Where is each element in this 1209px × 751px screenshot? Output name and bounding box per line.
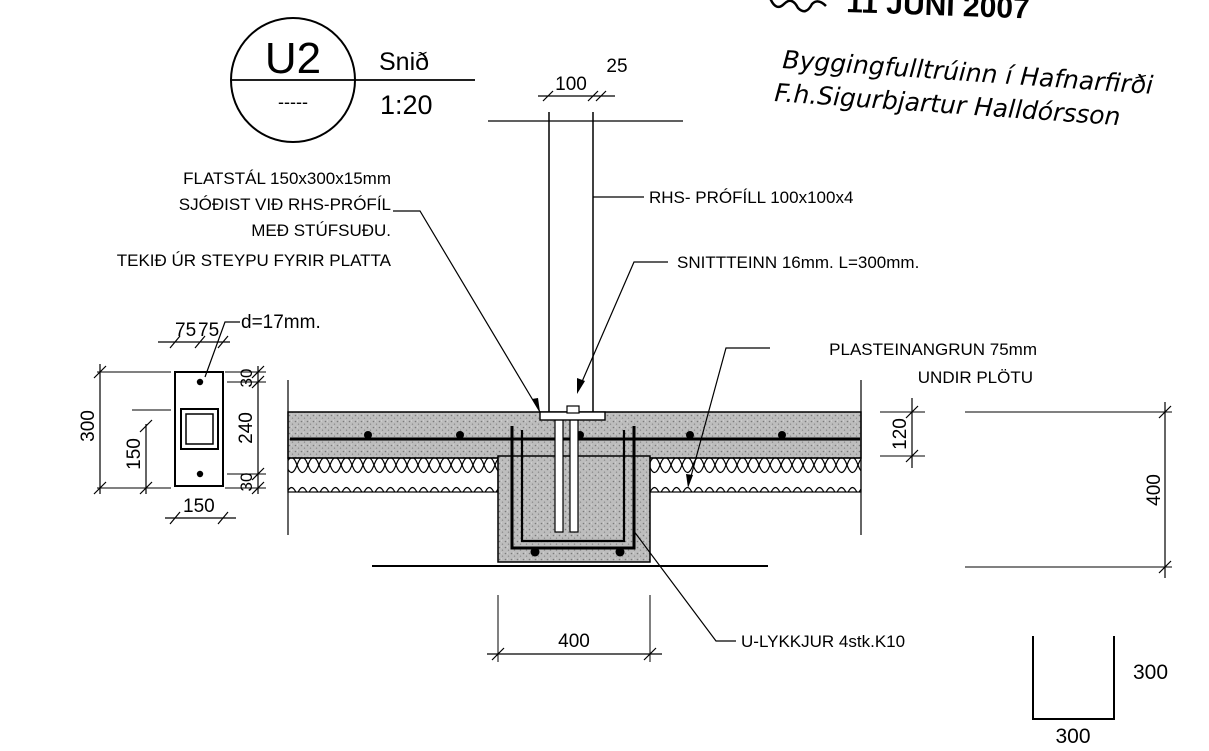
hoop-height-dim: 300 [1133,661,1168,684]
u-hoop-outer [510,426,636,550]
approval-stamp: 11 JÚNÍ 2007 Byggingfulltrúinn í Hafnarf… [769,0,1154,131]
label-bolt: SNITTTEINN 16mm. L=300mm. [677,253,919,272]
u-hoop-inner [520,430,626,543]
section-sheet-ref: ----- [278,92,308,112]
label-insulation-1: PLASTEINANGRUN 75mm [829,340,1037,359]
threaded-rod-right [569,413,579,533]
plate-width-dim: 150 [183,496,215,517]
section-id: U2 [265,34,321,83]
leader-flat-steel [393,210,541,413]
u-hoop-shape [1032,636,1115,720]
label-flat-steel-4: TEKIÐ ÚR STEYPU FYRIR PLATTA [117,251,392,270]
label-insulation-2: UNDIR PLÖTU [918,368,1033,387]
insulation-right [649,457,862,493]
label-hoops: U-LYKKJUR 4stk.K10 [741,632,905,651]
leader-bolt [580,261,668,385]
insulation-left [287,457,499,493]
label-rhs: RHS- PRÓFÍLL 100x100x4 [649,188,853,207]
footing-depth-dim: 400 [1144,474,1165,506]
callouts: FLATSTÁL 150x300x15mm SJÓÐIST VIÐ RHS-PR… [117,169,1037,651]
rhs-wall-dim: 25 [606,56,627,77]
label-flat-steel-3: MEÐ STÚFSUÐU. [251,221,391,240]
plate-dim-b: 75 [198,320,219,341]
threaded-rod-left [554,413,564,533]
plate-hole-bottom [196,470,204,478]
leader-hole [204,321,240,378]
label-flat-steel-1: FLATSTÁL 150x300x15mm [183,169,391,188]
base-plate-detail: d=17mm. 75 75 150 300 150 [78,312,321,525]
hole-spacing-dim: 150 [124,438,145,470]
mid-dim: 240 [236,412,257,444]
edge-bottom-dim: 30 [237,473,256,492]
foundation-section [287,380,862,567]
stamp-scribble [769,0,827,13]
stamp-date: 11 JÚNÍ 2007 [846,0,1031,25]
footing-width-dim: 400 [558,631,590,652]
label-hole: d=17mm. [241,312,321,333]
slab-thickness-dim: 120 [890,418,911,450]
rhs-width-dim: 100 [555,74,587,95]
section-dimensions: 120 400 400 [487,398,1172,662]
plate-dim-a: 75 [175,320,196,341]
label-flat-steel-2: SJÓÐIST VIÐ RHS-PRÓFÍL [179,195,391,214]
hoop-width-dim: 300 [1055,725,1090,748]
u-hoop-detail: 300 300 [1032,636,1168,748]
rhs-column: 100 25 [488,56,683,412]
plate-height-dim: 300 [78,410,99,442]
section-title-block: U2 ----- Snið 1:20 [230,17,475,143]
leader-hoops [632,529,736,642]
plate-hole-top [196,378,204,386]
edge-top-dim: 30 [237,369,256,388]
plate-nut [566,405,580,414]
section-label: Snið [379,48,429,76]
section-scale: 1:20 [380,90,433,120]
leader-insulation [689,347,770,481]
